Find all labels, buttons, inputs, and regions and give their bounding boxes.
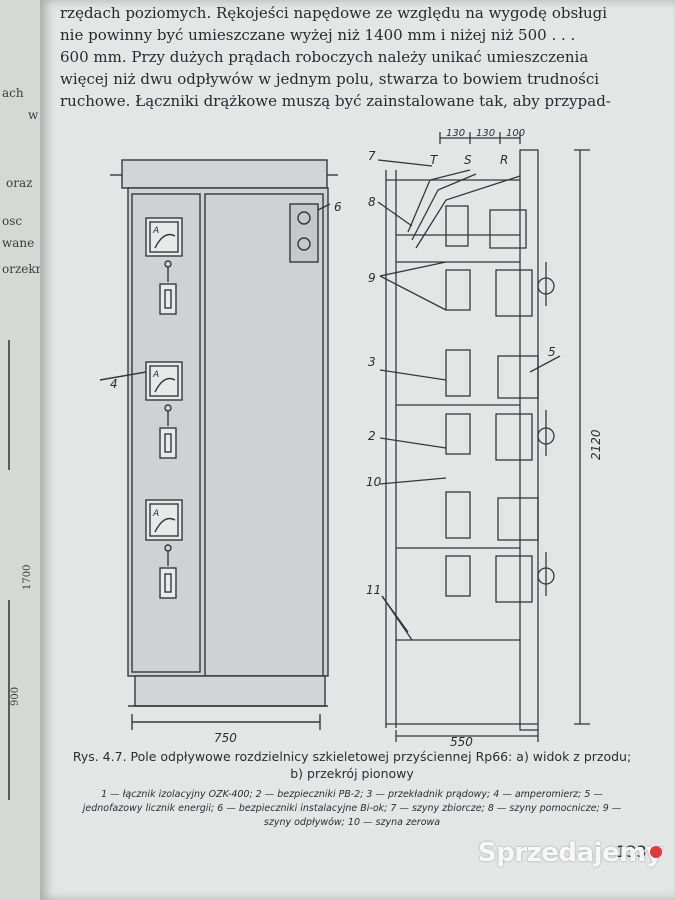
margin-word: orzekra [2, 262, 42, 276]
text-line: 600 mm. Przy dużych prądach roboczych na… [60, 48, 589, 66]
ammeter-dial-label: A [152, 226, 159, 236]
ammeter-3 [145, 499, 183, 599]
callout-11: 11 [366, 583, 381, 597]
caption-legend: 1 — łącznik izolacyjny OZK-400; 2 — bezp… [82, 789, 622, 828]
caption-title: Rys. 4.7. Pole odpływowe rozdzielnicy sz… [72, 749, 632, 781]
margin-word: w [28, 108, 39, 122]
rear-frame [519, 149, 539, 731]
dimension-top: 100 [506, 128, 525, 139]
margin-dimension: 900 [10, 686, 21, 706]
text-line: nie powinny być umieszczane wyżej niż 14… [60, 26, 576, 44]
left-door [131, 193, 201, 673]
callout-neutral: 10 [366, 475, 382, 489]
margin-dimension: 1700 [22, 564, 33, 590]
dimension-depth: 550 [450, 735, 473, 749]
dimension-top: 130 [446, 128, 465, 139]
margin-rule [8, 600, 10, 800]
phase-label-s: S [464, 153, 472, 167]
callout-outgoing-bars: 9 [368, 271, 376, 285]
ammeter-2 [145, 361, 183, 459]
phase-label-t: T [430, 153, 439, 167]
technical-drawing: 6 4 A A A 750 [99, 128, 603, 749]
callout-meter: 5 [548, 345, 556, 359]
ammeter-dial-label: A [152, 509, 159, 519]
fuse-icon [297, 237, 311, 251]
page-number: 133 [616, 842, 647, 861]
figure-caption: Rys. 4.7. Pole odpływowe rozdzielnicy sz… [72, 748, 632, 830]
adjacent-page-edge: ach w oraz osc wane orzekra 1700 900 [0, 0, 42, 900]
phase-label-r: R [500, 153, 508, 167]
dimension-top: 130 [476, 128, 495, 139]
ammeter-dial-label: A [152, 370, 159, 380]
callout-busbars: 7 [368, 149, 376, 163]
margin-word: wane [2, 236, 35, 250]
callout-fuses-pb2: 2 [368, 429, 376, 443]
section-view [377, 132, 590, 742]
fuse-block [289, 203, 319, 263]
margin-word: osc [2, 214, 23, 228]
watermark-logo: Sprzedajemy [478, 838, 663, 868]
watermark-dot-icon [650, 846, 662, 858]
text-line: rzędach poziomych. Rękojeści napędowe ze… [60, 4, 608, 22]
dimension-height: 2120 [589, 429, 603, 460]
cabinet-base [134, 675, 326, 707]
text-line: więcej niż dwu odpływów w jednym polu, s… [60, 70, 600, 88]
margin-rule [8, 340, 10, 470]
callout-ct: 3 [368, 355, 376, 369]
callout-ammeter: 4 [110, 377, 118, 391]
cabinet-top-frame [121, 159, 328, 189]
margin-word: ach [2, 86, 24, 100]
dimension-width: 750 [214, 731, 237, 745]
callout-fuse: 6 [334, 200, 342, 214]
body-paragraph: rzędach poziomych. Rękojeści napędowe ze… [60, 0, 652, 112]
front-view [99, 159, 338, 730]
text-line: ruchowe. Łączniki drążkowe muszą być zai… [60, 92, 611, 110]
callout-aux-bars: 8 [368, 195, 376, 209]
ammeter-1 [145, 217, 183, 315]
fuse-icon [297, 211, 311, 225]
margin-word: oraz [6, 176, 33, 190]
